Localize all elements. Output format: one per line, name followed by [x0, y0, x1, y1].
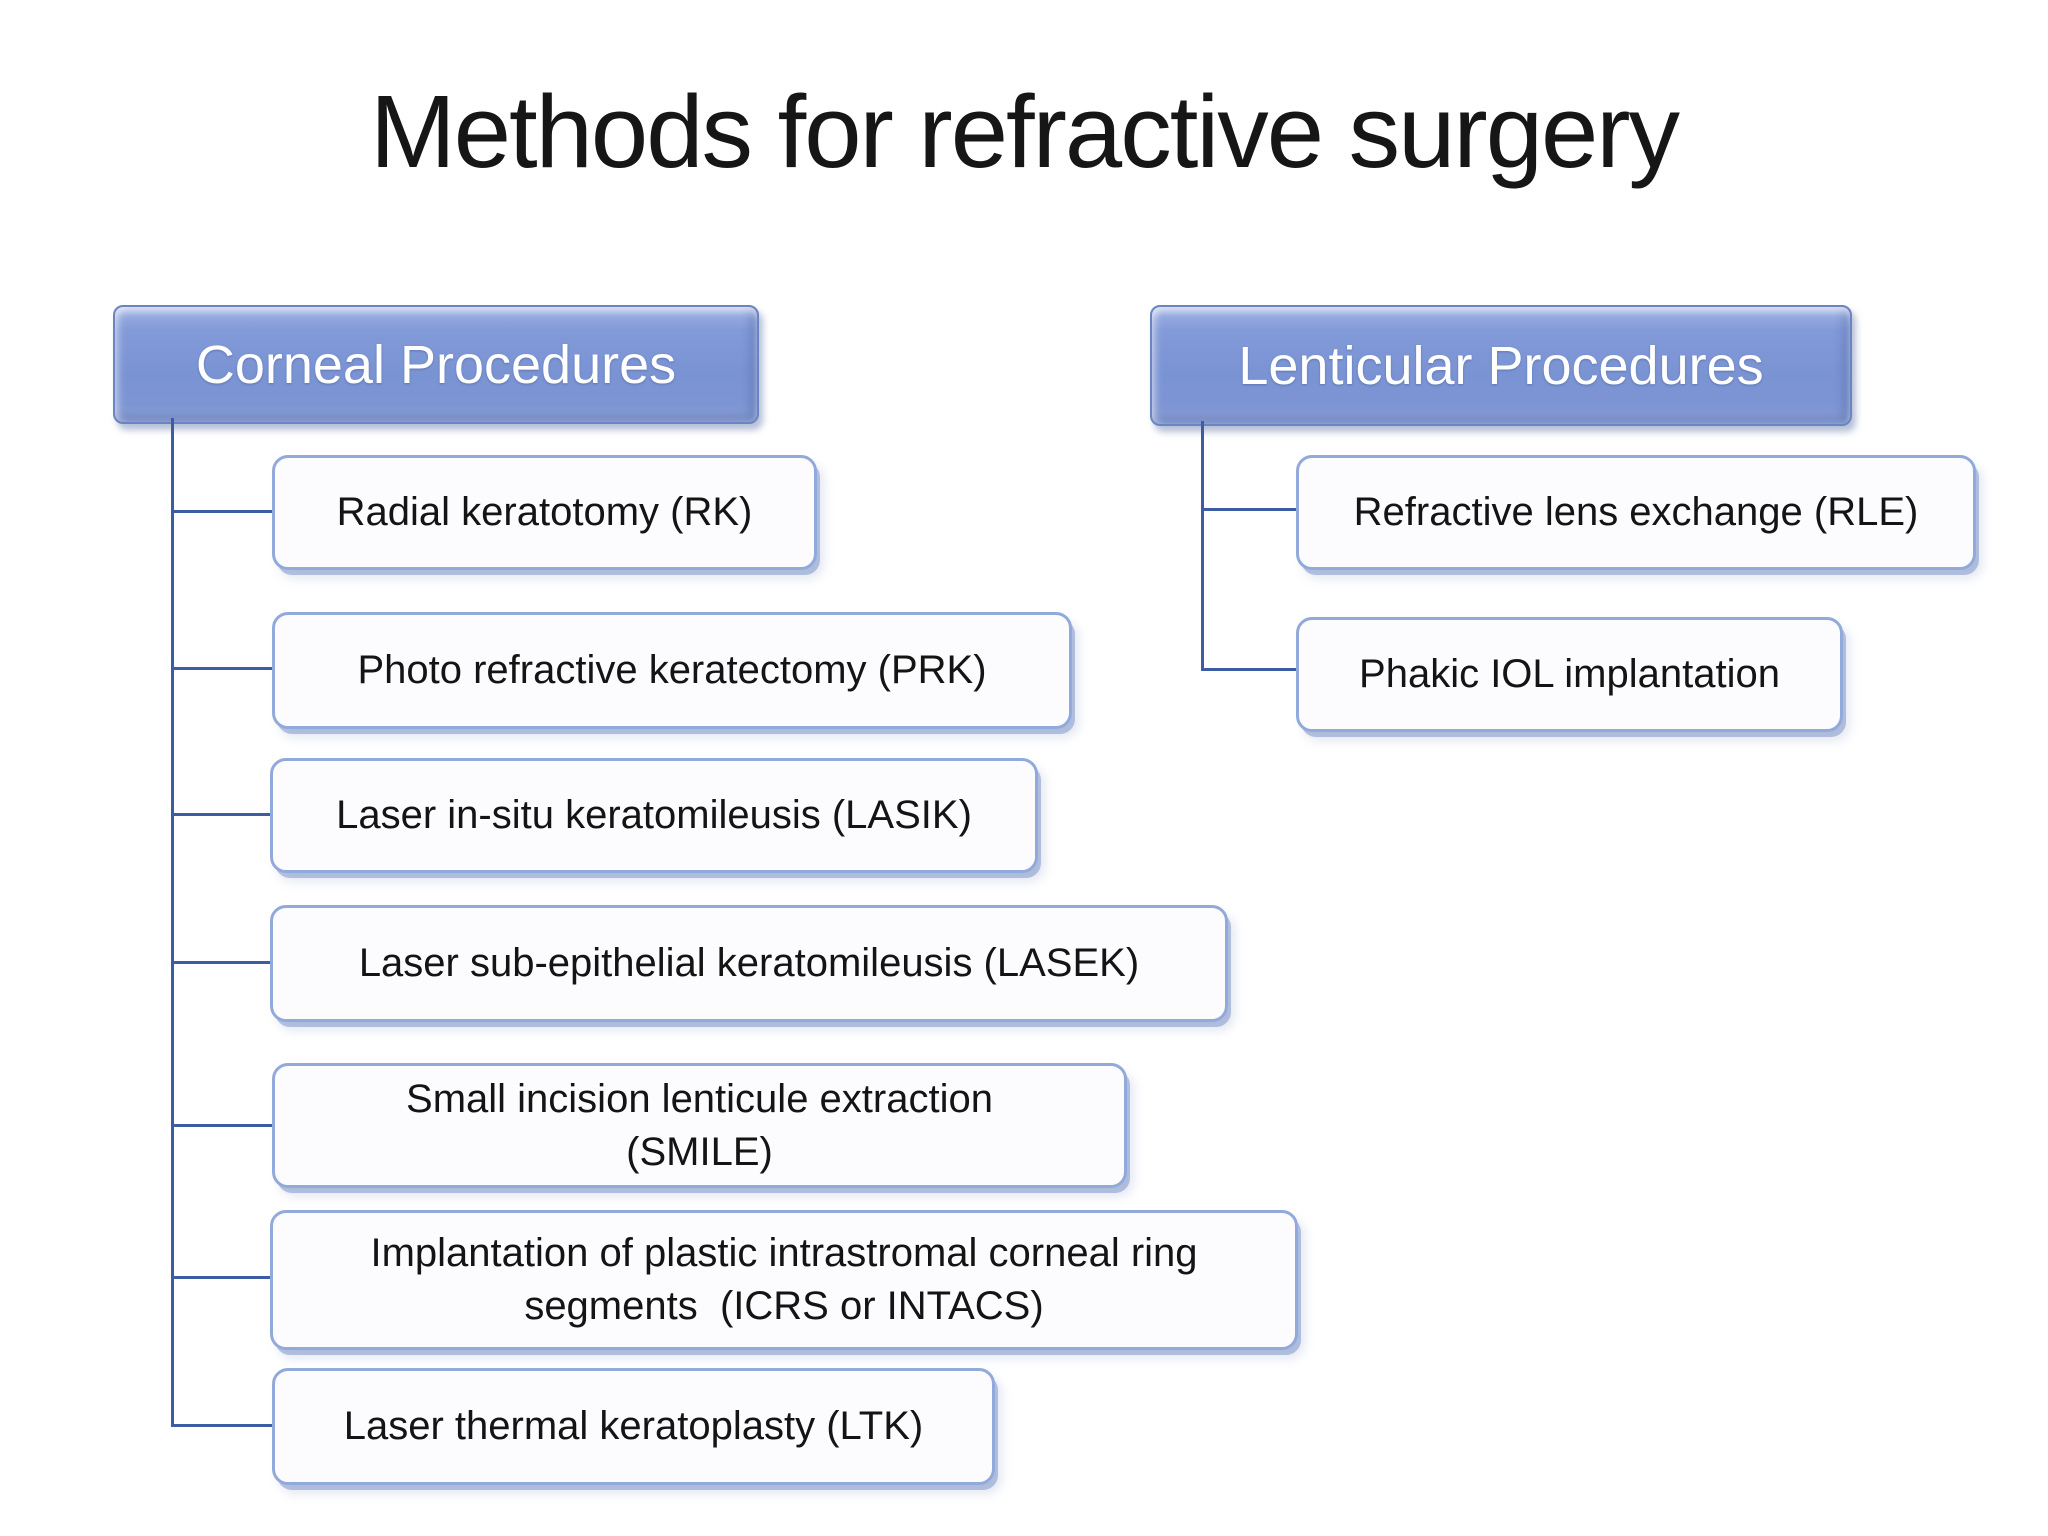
node-phakic-iol-label: Phakic IOL implantation: [1359, 652, 1780, 697]
corneal-procedures-header-label: Corneal Procedures: [195, 334, 677, 395]
connector-branch-lasek: [171, 961, 270, 964]
node-laser-thermal-keratoplasty: Laser thermal keratoplasty (LTK): [272, 1368, 995, 1485]
node-radial-keratotomy-label: Radial keratotomy (RK): [336, 490, 753, 535]
connector-lenticular-trunk: [1201, 421, 1204, 671]
slide-title: Methods for refractive surgery: [369, 74, 1680, 189]
connector-branch-icrs: [171, 1276, 270, 1279]
node-laser-thermal-keratoplasty-label: Laser thermal keratoplasty (LTK): [343, 1404, 924, 1449]
node-radial-keratotomy: Radial keratotomy (RK): [272, 455, 817, 570]
node-lasek: Laser sub-epithelial keratomileusis (LAS…: [270, 905, 1228, 1022]
connector-corneal-trunk: [171, 418, 174, 1426]
corneal-procedures-header: Corneal Procedures: [113, 305, 759, 424]
connector-branch-rk: [171, 510, 272, 513]
node-lasik: Laser in-situ keratomileusis (LASIK): [270, 758, 1038, 873]
node-photo-refractive-keratectomy: Photo refractive keratectomy (PRK): [272, 612, 1072, 729]
node-phakic-iol: Phakic IOL implantation: [1296, 617, 1843, 732]
node-icrs-label: Implantation of plastic intrastromal cor…: [370, 1231, 1198, 1328]
node-lasek-label: Laser sub-epithelial keratomileusis (LAS…: [358, 941, 1140, 986]
connector-branch-rle: [1201, 508, 1296, 511]
connector-branch-smile: [171, 1124, 272, 1127]
node-icrs: Implantation of plastic intrastromal cor…: [270, 1210, 1298, 1350]
node-refractive-lens-exchange: Refractive lens exchange (RLE): [1296, 455, 1976, 570]
connector-branch-lasik: [171, 813, 270, 816]
lenticular-procedures-header: Lenticular Procedures: [1150, 305, 1852, 426]
node-photo-refractive-keratectomy-label: Photo refractive keratectomy (PRK): [357, 648, 987, 693]
node-smile-label: Small incision lenticule extraction (SMI…: [406, 1076, 993, 1174]
node-refractive-lens-exchange-label: Refractive lens exchange (RLE): [1353, 490, 1919, 535]
connector-branch-phakic: [1201, 668, 1296, 671]
node-lasik-label: Laser in-situ keratomileusis (LASIK): [336, 793, 972, 838]
node-smile: Small incision lenticule extraction (SMI…: [272, 1063, 1127, 1188]
connector-branch-prk: [171, 667, 272, 670]
lenticular-procedures-header-label: Lenticular Procedures: [1238, 335, 1764, 396]
connector-branch-ltk: [171, 1424, 272, 1427]
